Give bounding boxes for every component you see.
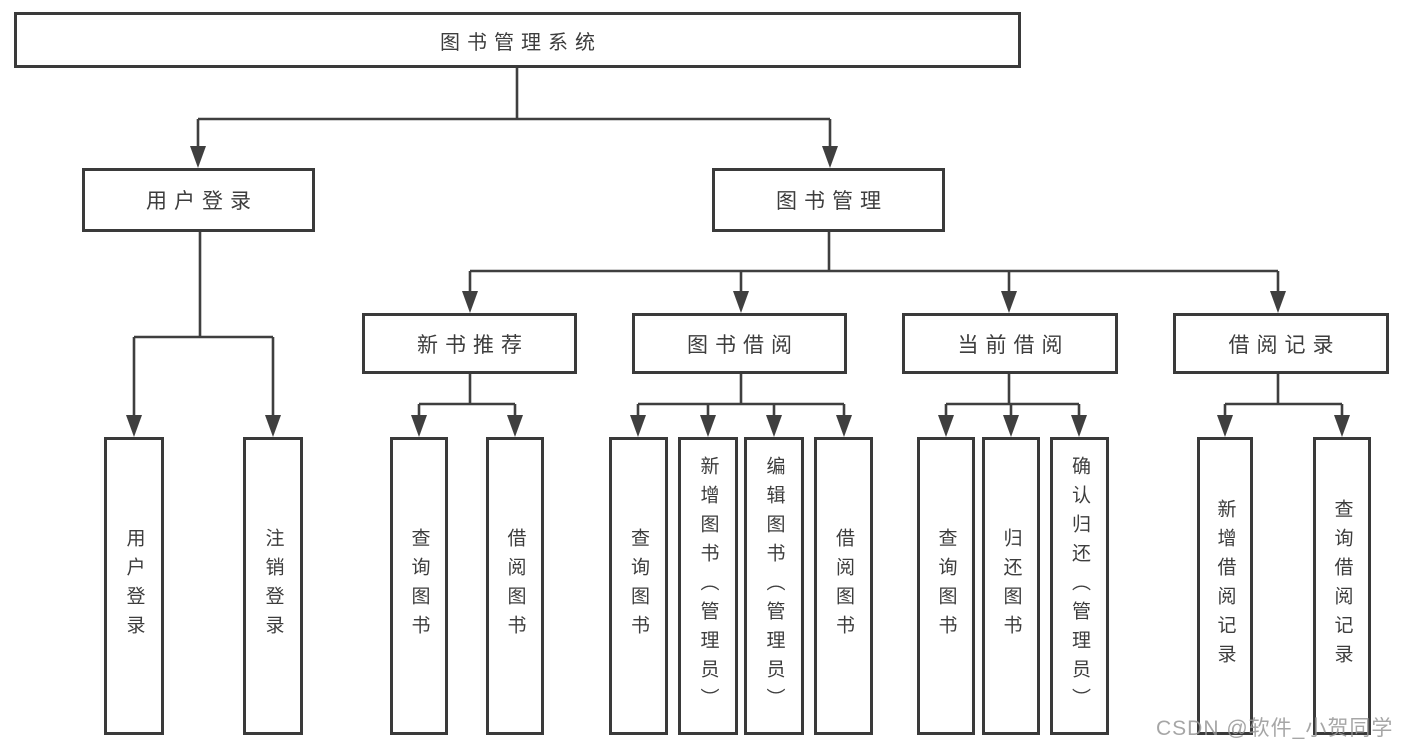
leaf-logout: 注销登录 xyxy=(243,437,303,735)
node-user-login: 用户登录 xyxy=(82,168,315,232)
node-label: 借阅记录 xyxy=(1228,333,1341,357)
leaf-borrow-query-books: 查询图书 xyxy=(609,437,668,735)
node-label: 用户登录 xyxy=(146,190,258,213)
node-label: 确认归还（管理员） xyxy=(1069,455,1090,717)
leaf-recommend-query-books: 查询图书 xyxy=(390,437,448,735)
leaf-edit-books-admin: 编辑图书（管理员） xyxy=(744,437,804,735)
leaf-current-query-books: 查询图书 xyxy=(917,437,975,735)
node-book-borrow: 图书借阅 xyxy=(632,313,847,374)
node-book-management: 图书管理 xyxy=(712,168,945,232)
leaf-query-borrow-record: 查询借阅记录 xyxy=(1313,437,1371,735)
leaf-user-login: 用户登录 xyxy=(104,437,164,735)
node-label: 查询图书 xyxy=(408,528,430,644)
node-label: 图书管理 xyxy=(776,190,888,213)
node-label: 查询图书 xyxy=(628,528,649,644)
node-label: 查询图书 xyxy=(935,528,957,644)
node-label: 当前借阅 xyxy=(957,333,1070,357)
node-new-book-recommend: 新书推荐 xyxy=(362,313,577,374)
node-label: 注销登录 xyxy=(262,528,284,644)
node-label: 图书管理系统 xyxy=(440,31,602,54)
node-label: 借阅图书 xyxy=(833,528,854,644)
node-label: 新增借阅记录 xyxy=(1214,499,1236,673)
leaf-confirm-return-admin: 确认归还（管理员） xyxy=(1050,437,1109,735)
node-borrow-records: 借阅记录 xyxy=(1173,313,1389,374)
leaf-recommend-borrow-books: 借阅图书 xyxy=(486,437,544,735)
node-label: 新书推荐 xyxy=(417,333,529,357)
node-label: 归还图书 xyxy=(1000,528,1022,644)
node-label: 查询借阅记录 xyxy=(1331,499,1353,673)
node-library-management-system: 图书管理系统 xyxy=(14,12,1021,68)
node-label: 借阅图书 xyxy=(504,528,526,644)
csdn-watermark: CSDN @软件_小贺同学 xyxy=(1156,717,1394,740)
node-current-borrow: 当前借阅 xyxy=(902,313,1118,374)
leaf-add-books-admin: 新增图书（管理员） xyxy=(678,437,738,735)
node-label: 用户登录 xyxy=(123,528,145,644)
node-label: 编辑图书（管理员） xyxy=(763,455,785,717)
leaf-return-books: 归还图书 xyxy=(982,437,1040,735)
leaf-borrow-books: 借阅图书 xyxy=(814,437,873,735)
leaf-add-borrow-record: 新增借阅记录 xyxy=(1197,437,1253,735)
node-label: 图书借阅 xyxy=(687,333,799,357)
node-label: 新增图书（管理员） xyxy=(697,455,719,717)
